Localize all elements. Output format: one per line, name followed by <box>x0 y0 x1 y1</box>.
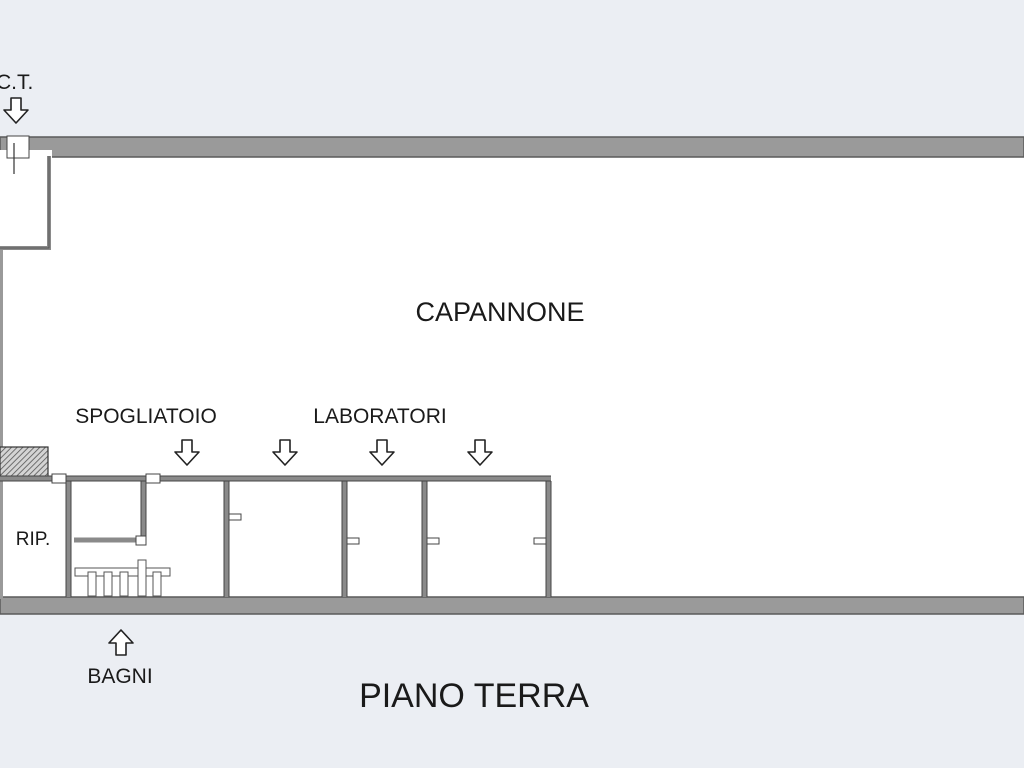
label-laboratori: LABORATORI <box>313 405 446 428</box>
ct-opening <box>6 135 30 159</box>
building-floor <box>0 156 1024 598</box>
interior-rooms <box>0 475 551 597</box>
label-piano-terra: PIANO TERRA <box>359 677 589 715</box>
ct-arrow-icon <box>3 97 29 124</box>
label-bagni: BAGNI <box>87 665 152 688</box>
label-rip: RIP. <box>16 529 51 550</box>
top-wall <box>0 136 1024 158</box>
label-spogliatoio: SPOGLIATOIO <box>75 405 217 428</box>
bathroom-fixtures <box>74 559 171 597</box>
ct-room <box>0 135 52 250</box>
bottom-wall <box>0 596 1024 615</box>
label-capannone: CAPANNONE <box>415 297 584 327</box>
left-wall <box>0 155 3 599</box>
bagni-arrow-icon <box>108 629 134 656</box>
hatched-block <box>0 446 49 478</box>
label-ct: C.T. <box>0 71 33 94</box>
doors <box>51 473 547 546</box>
